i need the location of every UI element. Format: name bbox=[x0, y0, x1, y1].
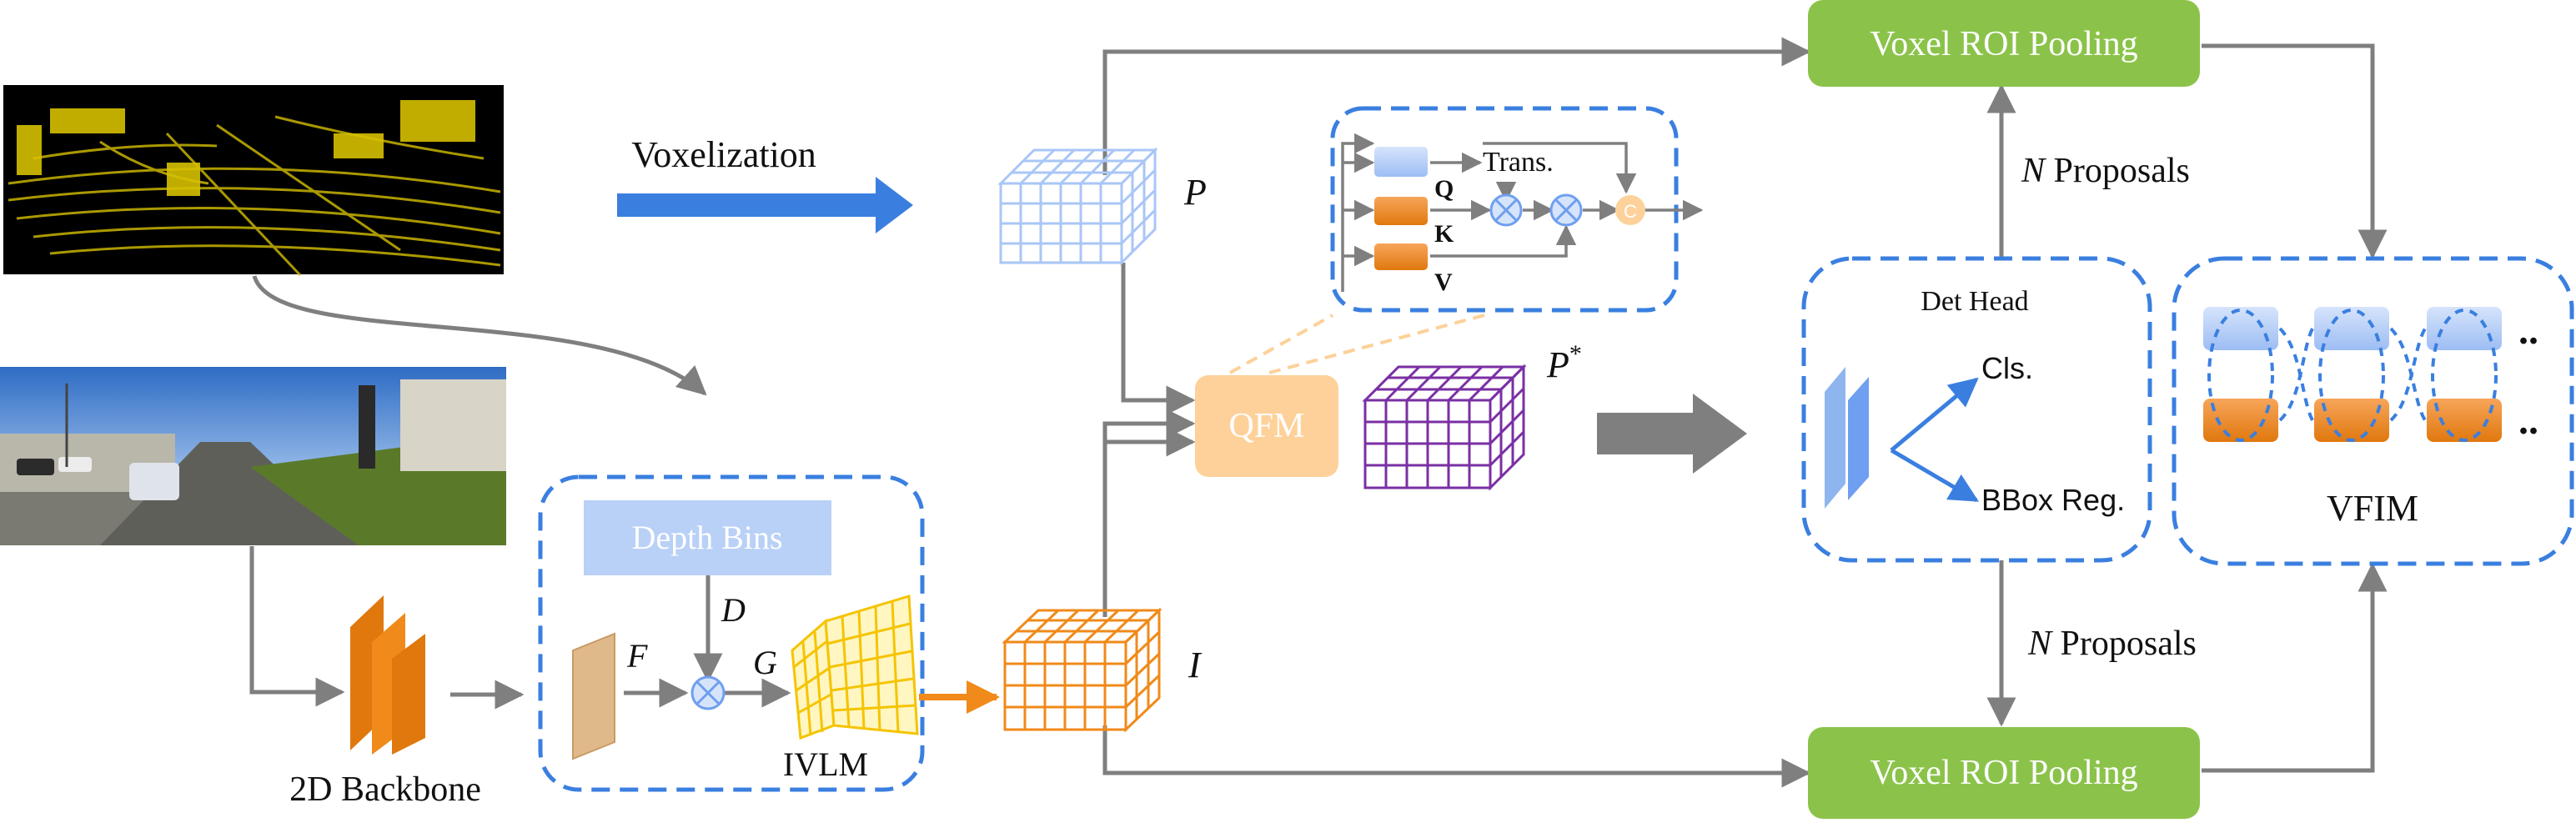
qfm-block bbox=[1195, 375, 1338, 477]
bbox-label: BBox Reg. bbox=[1981, 483, 2125, 517]
depth-bins-block bbox=[584, 500, 831, 575]
p-star-label: P* bbox=[1546, 340, 1582, 385]
f-feature-map bbox=[572, 632, 615, 760]
p-to-roi-top-arrow bbox=[1102, 37, 1811, 175]
roi-pooling-bottom-label: Voxel ROI Pooling bbox=[1870, 754, 2137, 792]
g-label: G bbox=[753, 644, 777, 681]
vfim-dots-top: .. bbox=[2518, 309, 2538, 353]
voxelization-label: Voxelization bbox=[631, 134, 816, 175]
vfim-blocks bbox=[2203, 307, 2502, 442]
vfim-label: VFIM bbox=[2327, 488, 2418, 529]
vfim-frame bbox=[2172, 256, 2574, 566]
qfm-q-label: Q bbox=[1434, 175, 1454, 203]
roi-pooling-top-label: Voxel ROI Pooling bbox=[1870, 25, 2137, 63]
depth-bins-label: Depth Bins bbox=[631, 519, 782, 556]
roi-pooling-top bbox=[1808, 0, 2200, 87]
vfim-dashed-links bbox=[2207, 309, 2498, 442]
det-head-frame bbox=[1801, 256, 2152, 563]
roi-bottom-to-vfim-arrow bbox=[2202, 562, 2388, 773]
qfm-v-block bbox=[1374, 243, 1428, 270]
proposals-bottom-label: N Proposals bbox=[2027, 625, 2197, 663]
p-voxel-grid bbox=[997, 147, 1158, 266]
det-head-arrows bbox=[1890, 377, 1980, 503]
qfm-multiply-icon-2 bbox=[1549, 193, 1583, 227]
roi-top-to-vfim-arrow bbox=[2202, 43, 2388, 259]
qfm-q-block-top bbox=[1374, 147, 1428, 177]
camera-to-backbone-arrow bbox=[249, 546, 345, 707]
big-gray-arrow bbox=[1597, 394, 1747, 474]
p-label: P bbox=[1183, 172, 1207, 213]
qfm-trans-label: Trans. bbox=[1483, 147, 1554, 178]
lidar-point-cloud-image bbox=[3, 85, 504, 277]
i-voxel-grid bbox=[1002, 607, 1162, 733]
p-star-voxel-grid bbox=[1362, 364, 1527, 491]
qfm-zoom-line-left bbox=[1229, 314, 1333, 374]
i-label: I bbox=[1188, 645, 1203, 685]
i-to-roi-bottom-arrow bbox=[1102, 725, 1811, 788]
d-label: D bbox=[721, 591, 746, 629]
svg-text:C: C bbox=[1624, 201, 1637, 222]
g-frustum-grid bbox=[791, 595, 919, 740]
qfm-k-label: K bbox=[1434, 220, 1454, 248]
qfm-detail: Trans. Q K V C bbox=[1330, 106, 1704, 313]
cls-label: Cls. bbox=[1981, 351, 2033, 385]
gray-arrows bbox=[249, 37, 2388, 788]
proposals-top-label: N Proposals bbox=[2021, 152, 2190, 190]
i-to-qfm-arrow-1 bbox=[1102, 409, 1196, 617]
p-to-qfm-arrow bbox=[1121, 263, 1196, 415]
det-head-label: Det Head bbox=[1921, 286, 2028, 317]
det-head-block bbox=[1825, 367, 1869, 509]
ivlm-frame bbox=[538, 474, 925, 792]
roi-pooling-bottom bbox=[1808, 727, 2200, 819]
qfm-k-block bbox=[1374, 197, 1428, 225]
backbone-label: 2D Backbone bbox=[289, 770, 481, 809]
vfim-dots-bottom: .. bbox=[2518, 399, 2538, 443]
camera-road-image bbox=[0, 367, 506, 545]
ivlm-multiply-icon bbox=[690, 675, 726, 710]
lidar-to-depth-bins-arrow bbox=[252, 275, 707, 396]
backbone-block bbox=[350, 595, 425, 755]
ivlm-label: IVLM bbox=[783, 745, 868, 783]
qfm-v-label: V bbox=[1434, 268, 1453, 296]
qfm-zoom-line-right bbox=[1268, 314, 1485, 374]
qfm-label: QFM bbox=[1228, 407, 1304, 445]
qfm-multiply-icon-1 bbox=[1489, 193, 1523, 227]
qfm-concat-icon: C bbox=[1615, 195, 1645, 225]
f-label: F bbox=[626, 637, 648, 675]
voxelization-arrow bbox=[617, 177, 913, 233]
